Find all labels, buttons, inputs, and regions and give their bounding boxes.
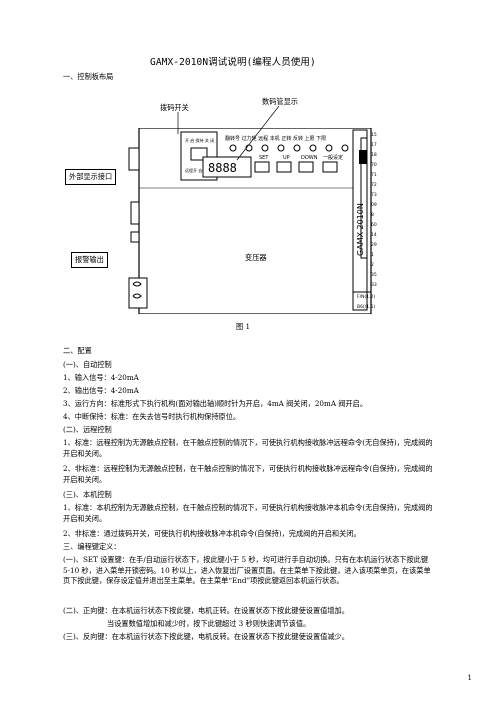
svg-text:GAMX-2010N: GAMX-2010N xyxy=(356,203,365,256)
auto-item: 4、中断保持：标准：在失去信号时执行机构保持原位。 xyxy=(63,412,241,421)
subheading-remote: (二)、远程控制 xyxy=(63,425,112,434)
svg-text:8: 8 xyxy=(371,212,374,218)
board-drawing: 开 启 保持 关 闭 远程开 自保持 8888 翻转号 过力矩 远程 本机 正转… xyxy=(128,127,377,315)
callout-alarm-output: 报警输出 xyxy=(71,252,108,268)
subheading-local: (三)、本机控制 xyxy=(63,490,112,499)
section-heading-layout: 一、控制板布局 xyxy=(63,72,114,81)
svg-text:29: 29 xyxy=(371,242,377,248)
callout-external-display: 外部显示接口 xyxy=(65,169,117,185)
subheading-auto: (一)、自动控制 xyxy=(63,360,112,369)
remote-item: 1、标准：远程控制为无源触点控制，在干触点控制的情况下，可使执行机构接收脉冲远程… xyxy=(63,438,433,458)
callout-dip-leader xyxy=(177,112,179,134)
svg-text:33: 33 xyxy=(371,282,377,288)
svg-text:SET: SET xyxy=(259,155,269,161)
svg-text:DOWN: DOWN xyxy=(301,155,318,161)
auto-item: 2、输出信号：4-20mA xyxy=(63,386,139,395)
svg-text:09: 09 xyxy=(371,202,377,208)
svg-text:一般设定: 一般设定 xyxy=(323,154,343,161)
svg-text:35: 35 xyxy=(371,272,377,278)
svg-text:翻转号 过力矩 远程 本机 正转 反转 上限 下限: 翻转号 过力矩 远程 本机 正转 反转 上限 下限 xyxy=(225,135,326,142)
key-def-forward-note: 当设置数值增加和减少时，按下此键超过 3 秒则快速调节该值。 xyxy=(107,619,311,628)
figure-caption: 图 1 xyxy=(236,322,251,331)
remote-item: 2、非标准：远程控制为无源触点控制，在干触点控制的情况下，可使执行机构接收脉冲远… xyxy=(63,464,433,484)
callout-dip-switch: 拨码开关 xyxy=(160,103,189,113)
svg-text:72: 72 xyxy=(371,182,377,188)
callout-transformer: 变压器 xyxy=(245,253,267,263)
svg-text:71: 71 xyxy=(371,172,377,178)
svg-text:1: 1 xyxy=(371,252,374,258)
local-item: 1、标准：本机控制为无源触点控制，在干触点控制的情况下，可使执行机构接收脉冲本机… xyxy=(63,503,433,523)
svg-text:70: 70 xyxy=(371,162,377,168)
svg-text:73: 73 xyxy=(371,192,377,198)
display-digits: 8888 xyxy=(208,161,237,175)
svg-text:18: 18 xyxy=(371,152,377,158)
svg-text:15: 15 xyxy=(371,132,377,138)
page-number: 1 xyxy=(467,674,472,682)
control-board-diagram: 开 启 保持 关 闭 远程开 自保持 8888 翻转号 过力矩 远程 本机 正转… xyxy=(125,127,382,315)
svg-text:开 启 保持 关 闭: 开 启 保持 关 闭 xyxy=(185,137,214,143)
auto-item: 1、输入信号：4-20mA xyxy=(63,373,139,382)
svg-text:60: 60 xyxy=(371,222,377,228)
svg-text:远程开 自保持: 远程开 自保持 xyxy=(185,167,210,173)
auto-item: 3、运行方向：标准形式下执行机构(面对输出轴)顺时针为开启，4mA 阀关闭，20… xyxy=(63,399,368,408)
key-def-reverse: (三)、反向键：在本机运行状态下按此键，电机反转。在设置状态下按此键使设置值减少… xyxy=(63,632,349,641)
document-title: GAMX-2010N调试说明(编程人员使用) xyxy=(150,57,316,68)
callout-digit-display: 数码管显示 xyxy=(262,97,298,107)
section-heading-keys: 三、编程键定义： xyxy=(63,542,121,551)
callout-display-leader xyxy=(236,106,280,161)
key-def-set: (一)、SET 设置键：在手/自动运行状态下，按此键小于 5 秒，均可进行手自动… xyxy=(63,555,431,586)
svg-text:14: 14 xyxy=(371,232,377,238)
section-heading-config: 二、配置 xyxy=(63,346,92,355)
svg-text:UP: UP xyxy=(283,155,290,161)
svg-text:F/N(1.2): F/N(1.2) xyxy=(357,294,375,300)
svg-text:B6(/1.5): B6(/1.5) xyxy=(357,304,375,310)
svg-text:17: 17 xyxy=(371,142,377,148)
local-item: 2、非标准：通过拨码开关，可使执行机构接收脉冲本机命令(自保持)，完成阀的开启和… xyxy=(63,529,361,538)
svg-text:2: 2 xyxy=(371,262,374,268)
key-def-forward: (二)、正向键：在本机运行状态下按此键，电机正转。在设置状态下按此键使设置值增加… xyxy=(63,606,349,615)
